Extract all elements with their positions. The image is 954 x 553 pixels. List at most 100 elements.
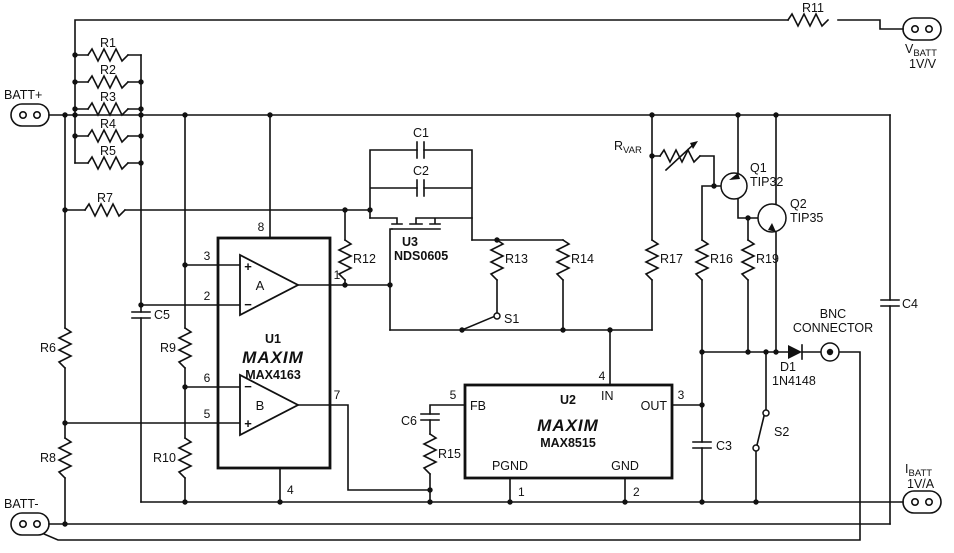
u2-brand-logo: MAXIM bbox=[537, 416, 599, 435]
u1-b-plus: + bbox=[244, 416, 252, 431]
u2-pin-pgnd-label: PGND bbox=[492, 459, 528, 473]
resistor-r14 bbox=[556, 239, 570, 281]
s1-label: S1 bbox=[504, 312, 519, 326]
resistor-r12 bbox=[338, 239, 352, 281]
resistor-r3 bbox=[87, 102, 129, 116]
r3-label: R3 bbox=[100, 90, 116, 104]
transistor-q2 bbox=[757, 203, 787, 233]
r2-label: R2 bbox=[100, 63, 116, 77]
r15-label: R15 bbox=[438, 447, 461, 461]
d1-part: 1N4148 bbox=[772, 374, 816, 388]
wires bbox=[42, 19, 904, 541]
bnc-label-line2: CONNECTOR bbox=[793, 321, 873, 335]
resistor-r13 bbox=[490, 239, 504, 281]
u1-pin5: 5 bbox=[204, 407, 211, 421]
resistor-symbols bbox=[58, 13, 829, 479]
c1-label: C1 bbox=[413, 126, 429, 140]
resistor-r9 bbox=[178, 327, 192, 369]
c6-label: C6 bbox=[401, 414, 417, 428]
terminal-batt-minus bbox=[10, 512, 50, 536]
u1-b-minus: − bbox=[244, 379, 252, 394]
capacitor-c4 bbox=[880, 299, 900, 307]
resistor-r2 bbox=[87, 75, 129, 89]
r14-label: R14 bbox=[571, 252, 594, 266]
u2-pin-in-label: IN bbox=[601, 389, 614, 403]
r8-label: R8 bbox=[40, 451, 56, 465]
u1-pin7: 7 bbox=[334, 388, 341, 402]
r6-label: R6 bbox=[40, 341, 56, 355]
u2-pin1: 1 bbox=[518, 485, 525, 499]
rvar-arrow bbox=[664, 142, 696, 172]
rvar-label: RVAR bbox=[614, 139, 642, 156]
u1-a-plus: + bbox=[244, 259, 252, 274]
resistor-r19 bbox=[741, 239, 755, 281]
u1-amp-a-label: A bbox=[256, 278, 265, 293]
u1-pin2: 2 bbox=[204, 289, 211, 303]
resistor-r10 bbox=[178, 437, 192, 479]
capacitor-c3 bbox=[692, 441, 712, 449]
q1-part: TIP32 bbox=[750, 175, 783, 189]
ibatt-sub: BATT bbox=[908, 468, 932, 479]
r16-label: R16 bbox=[710, 252, 733, 266]
u2-pin4: 4 bbox=[599, 369, 606, 383]
resistor-r4 bbox=[87, 129, 129, 143]
c3-label: C3 bbox=[716, 439, 732, 453]
r1-label: R1 bbox=[100, 36, 116, 50]
terminal-batt-plus bbox=[10, 103, 50, 127]
r5-label: R5 bbox=[100, 144, 116, 158]
u3-part: NDS0605 bbox=[394, 249, 448, 263]
u3-ref: U3 bbox=[402, 235, 418, 249]
u1-pin3: 3 bbox=[204, 249, 211, 263]
u1-brand-logo: MAXIM bbox=[242, 348, 304, 367]
batt-plus-label: BATT+ bbox=[4, 88, 42, 102]
vbatt-sym: V bbox=[905, 42, 914, 56]
terminal-vbatt bbox=[902, 17, 942, 41]
r17-label: R17 bbox=[660, 252, 683, 266]
u1-ref: U1 bbox=[265, 332, 281, 346]
resistor-r1 bbox=[87, 48, 129, 62]
u2-pin3: 3 bbox=[678, 388, 685, 402]
capacitor-c2 bbox=[416, 179, 425, 197]
resistor-r7 bbox=[84, 203, 126, 217]
resistor-r5 bbox=[87, 156, 129, 170]
capacitor-c5 bbox=[131, 311, 151, 319]
bnc-connector bbox=[820, 342, 840, 362]
switch-s2-contact-top bbox=[762, 409, 770, 417]
s2-label: S2 bbox=[774, 425, 789, 439]
resistor-r16 bbox=[695, 239, 709, 281]
capacitor-c1 bbox=[416, 141, 425, 159]
u1-amp-b-label: B bbox=[256, 398, 265, 413]
ibatt-label: IBATT bbox=[905, 462, 932, 479]
bnc-label-line1: BNC bbox=[820, 307, 846, 321]
capacitor-c6 bbox=[420, 413, 440, 421]
q1-ref: Q1 bbox=[750, 161, 767, 175]
transistor-q1 bbox=[720, 172, 748, 200]
rvar-sym: R bbox=[614, 139, 623, 153]
opamp-b bbox=[239, 373, 300, 437]
vbatt-sub: BATT bbox=[913, 48, 937, 59]
u2-pin-gnd-label: GND bbox=[611, 459, 639, 473]
switch-s1-contact bbox=[493, 312, 501, 320]
resistor-r15 bbox=[423, 433, 437, 475]
u1-a-minus: − bbox=[244, 297, 252, 312]
q1-emitter-arrow bbox=[729, 173, 740, 180]
opamp-a bbox=[239, 253, 300, 317]
r19-label: R19 bbox=[756, 252, 779, 266]
q2-ref: Q2 bbox=[790, 197, 807, 211]
r7-label: R7 bbox=[97, 191, 113, 205]
u1-pin8: 8 bbox=[258, 220, 265, 234]
q2-part: TIP35 bbox=[790, 211, 823, 225]
u1-pin6: 6 bbox=[204, 371, 211, 385]
diode-d1 bbox=[788, 344, 803, 360]
r9-label: R9 bbox=[160, 341, 176, 355]
switch-s2-contact-bottom bbox=[752, 444, 760, 452]
c5-label: C5 bbox=[154, 308, 170, 322]
c4-label: C4 bbox=[902, 297, 918, 311]
u1-pin4: 4 bbox=[287, 483, 294, 497]
u2-part: MAX8515 bbox=[540, 436, 596, 450]
vbatt-label: VBATT bbox=[905, 42, 937, 59]
c2-label: C2 bbox=[413, 164, 429, 178]
resistor-r11 bbox=[787, 13, 829, 27]
